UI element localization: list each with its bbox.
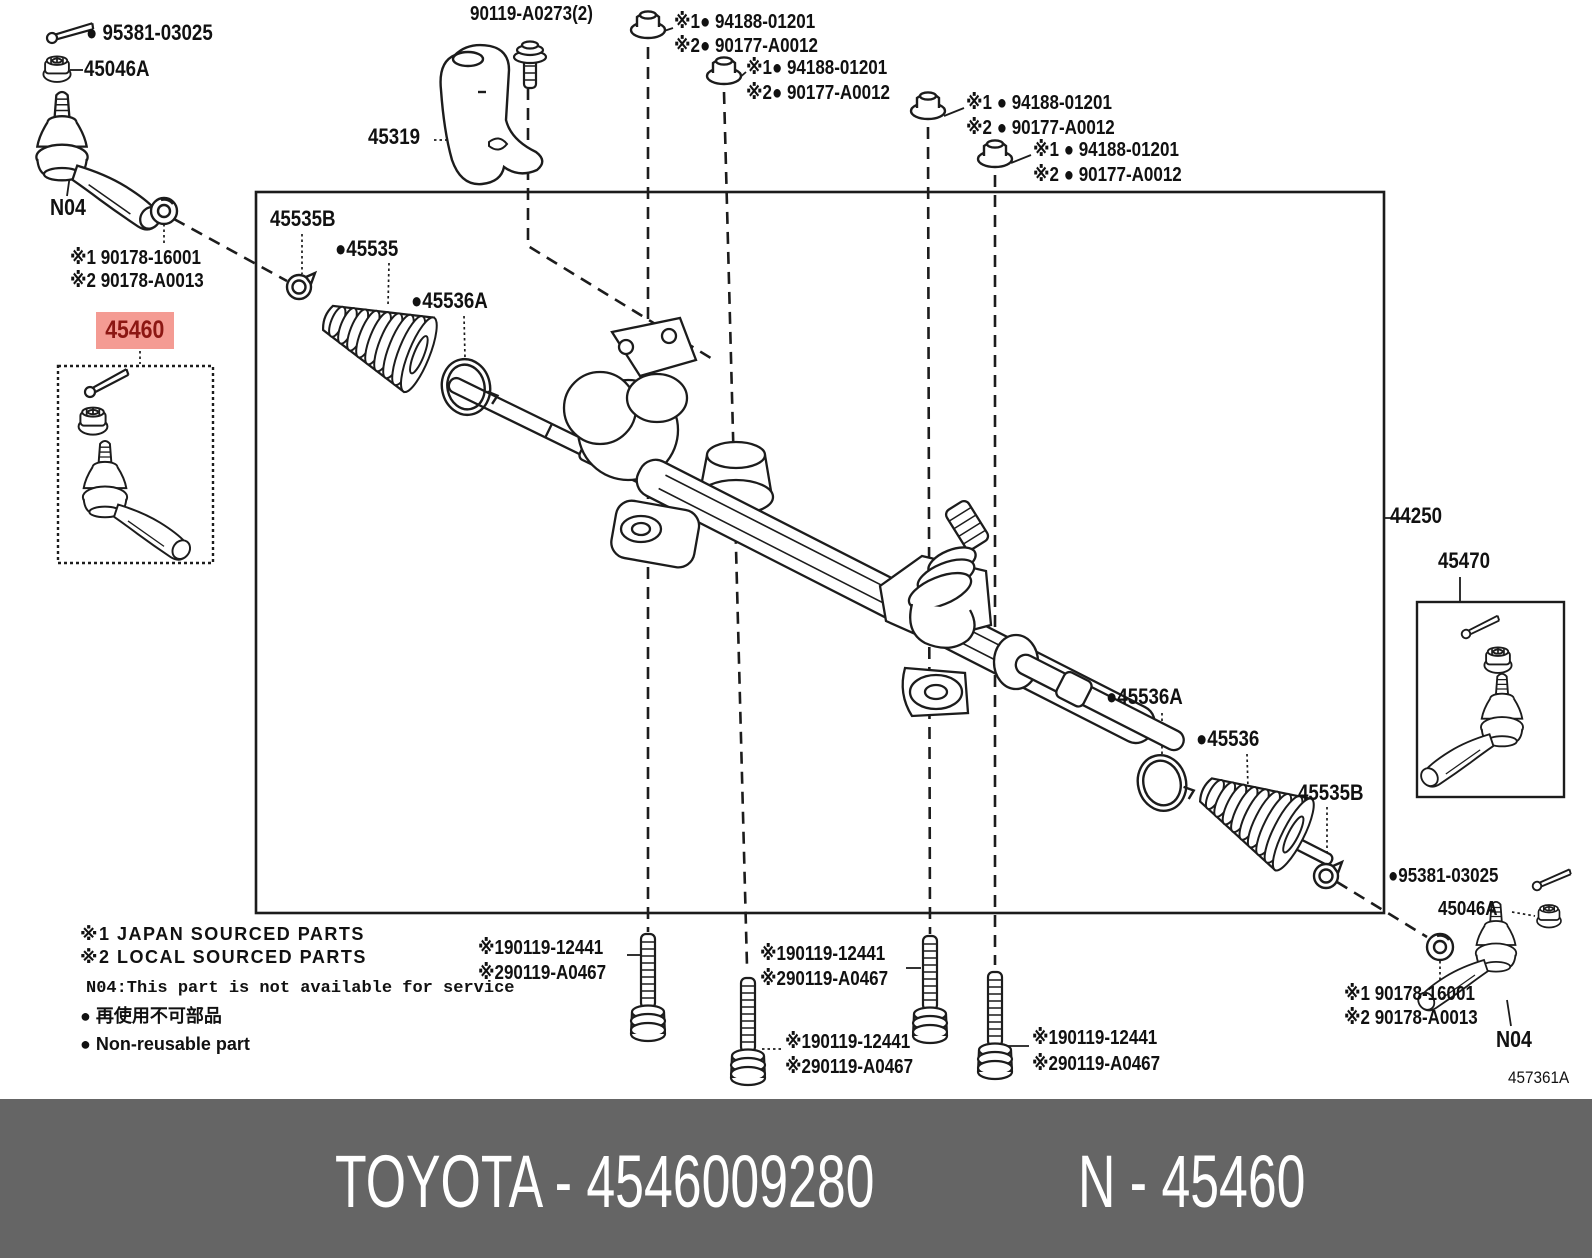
label-45319: 45319 [368, 124, 421, 149]
castle-nut-right-icon [1536, 904, 1562, 929]
bracket-45319-drawing [439, 43, 544, 186]
label-95381-03025-tl: ● 95381-03025 [86, 20, 213, 45]
cotter-pin-right-icon [1529, 868, 1574, 893]
legend-nonreusable-en: ● Non-reusable part [80, 1034, 250, 1054]
label-bolt1-b: ※290119-A0467 [478, 962, 607, 984]
legend-local-sourced: ※2 LOCAL SOURCED PARTS [80, 947, 367, 967]
label-bolt3-b: ※290119-A0467 [760, 968, 889, 990]
label-bolt4-b: ※290119-A0467 [1032, 1053, 1161, 1075]
banner-part-number: TOYOTA - 4546009280 [335, 1140, 875, 1223]
diagram-code: 457361A [1508, 1068, 1570, 1087]
label-bolt2-a: ※190119-12441 [785, 1031, 911, 1053]
label-n04-left: N04 [50, 194, 86, 220]
boot-clamp-large-right [1130, 747, 1199, 818]
mount-bolt-1 [629, 932, 667, 1043]
label-45046a-br: 45046A [1438, 898, 1498, 920]
assembly-box [254, 190, 1386, 915]
label-45046a-tl: 45046A [84, 56, 150, 81]
mount-bolt-2 [729, 976, 767, 1087]
legend-japan-sourced: ※1 JAPAN SOURCED PARTS [80, 924, 365, 944]
banner-part-code: N - 45460 [1078, 1140, 1306, 1223]
flange-nut-3 [909, 91, 947, 121]
label-90178-a0013-right: ※2 90178-A0013 [1344, 1007, 1478, 1029]
flange-nut-4 [976, 139, 1014, 169]
mount-bolt-3 [911, 934, 949, 1045]
boot-right-drawing [1184, 751, 1322, 876]
label-45470: 45470 [1438, 548, 1491, 573]
flange-nut-2 [705, 56, 743, 86]
label-bolt2-b: ※290119-A0467 [785, 1056, 914, 1078]
label-90178-16001-right: ※1 90178-16001 [1344, 983, 1475, 1005]
mount-bolt-4 [976, 970, 1014, 1081]
label-n04-right: N04 [1496, 1026, 1532, 1052]
label-45535b-left: 45535B [270, 206, 336, 231]
label-bolt3-a: ※190119-12441 [760, 943, 886, 965]
label-90177-4b: ※2 ● 90177-A0012 [1033, 164, 1182, 186]
kit-45460-contents [77, 368, 195, 564]
label-94188-1a: ※1● 94188-01201 [674, 11, 816, 33]
label-45535: ●45535 [335, 236, 399, 261]
label-90178-a0013-left: ※2 90178-A0013 [70, 270, 204, 292]
label-45536a-right: ●45536A [1106, 684, 1183, 709]
label-94188-2a: ※1● 94188-01201 [746, 57, 888, 79]
castle-nut-left-icon [42, 55, 72, 83]
label-45535b-right: 45535B [1298, 780, 1364, 805]
boot-clamp-small-right [1312, 860, 1344, 890]
label-45536a-left: ●45536A [411, 288, 488, 313]
label-90119-a0273: 90119-A0273(2) [470, 3, 593, 25]
parts-diagram-lineart [35, 10, 1574, 1087]
part-number-banner: TOYOTA - 4546009280 N - 45460 [0, 1099, 1592, 1258]
rack-assembly-drawing [447, 316, 1334, 866]
legend-nonreusable-jp: ● 再使用不可部品 [80, 1006, 222, 1026]
kit-box-45470 [1415, 600, 1566, 799]
label-bolt1-a: ※190119-12441 [478, 937, 604, 959]
label-90178-16001-left: ※1 90178-16001 [70, 247, 201, 269]
label-45536: ●45536 [1196, 726, 1260, 751]
legend-n04-note: N04:This part is not available for servi… [86, 979, 515, 998]
boot-clamp-small-left [285, 271, 317, 301]
jam-nut-right [1425, 932, 1455, 962]
label-44250: 44250 [1390, 503, 1443, 528]
jam-nut-left [149, 196, 179, 226]
label-90177-1b: ※2● 90177-A0012 [674, 35, 819, 57]
label-bolt4-a: ※190119-12441 [1032, 1027, 1158, 1049]
label-95381-03025-br: ●95381-03025 [1388, 865, 1499, 887]
label-90177-2b: ※2● 90177-A0012 [746, 82, 891, 104]
bracket-bolt-drawing [512, 40, 548, 90]
highlighted-part-45460[interactable]: 45460 [96, 312, 174, 349]
label-94188-3a: ※1 ● 94188-01201 [966, 92, 1112, 114]
flange-nut-1 [629, 10, 667, 40]
kit-45470-contents [1416, 614, 1524, 791]
kit-box-45460 [56, 364, 215, 565]
label-90177-3b: ※2 ● 90177-A0012 [966, 117, 1115, 139]
label-94188-4a: ※1 ● 94188-01201 [1033, 139, 1179, 161]
